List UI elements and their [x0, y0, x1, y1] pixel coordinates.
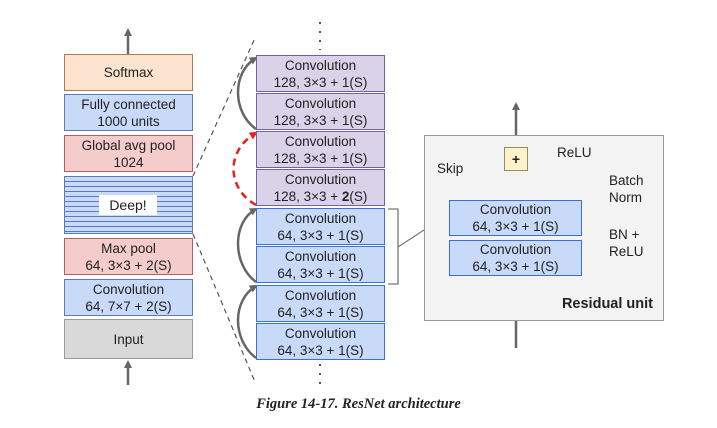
add-icon: +	[511, 150, 521, 167]
conv128-layer-1: Convolution 128, 3×3 + 1(S)	[256, 55, 385, 92]
layer-params: 128, 3×3 + 2(S)	[274, 188, 368, 205]
layer-params: 64, 3×3 + 1(S)	[277, 265, 364, 281]
maxpool-params: 64, 3×3 + 2(S)	[85, 257, 172, 273]
input-label: Input	[113, 331, 144, 347]
softmax-layer: Softmax	[64, 54, 193, 91]
zoom-line-top	[192, 37, 256, 177]
layer-title: Convolution	[284, 287, 357, 303]
skip-arc-dashed	[232, 131, 258, 207]
stride-prefix: 128, 3×3 +	[273, 188, 342, 204]
layer-params: 64, 3×3 + 1(S)	[277, 227, 364, 243]
skip-arc-1	[236, 284, 258, 359]
gap-size: 1024	[113, 154, 144, 170]
softmax-label: Softmax	[103, 65, 154, 80]
zoom-line-bottom	[192, 233, 256, 383]
relu-label: ReLU	[557, 145, 592, 160]
skip-label: Skip	[437, 161, 464, 176]
first-convolution-layer: Convolution 64, 7×7 + 2(S)	[64, 279, 193, 316]
residual-conv-bottom: Convolution 64, 3×3 + 1(S)	[449, 240, 582, 276]
stride-value: 2	[341, 188, 350, 204]
residual-bracket	[388, 208, 399, 285]
gap-title: Global avg pool	[81, 137, 176, 153]
layer-title: Convolution	[284, 171, 357, 187]
layer-params: 64, 3×3 + 1(S)	[277, 342, 364, 358]
residual-conv-top-title: Convolution	[479, 202, 552, 217]
batch-norm-label: Batch Norm	[609, 172, 644, 206]
layer-params: 128, 3×3 + 1(S)	[273, 150, 368, 166]
input-layer: Input	[64, 319, 193, 359]
bn-relu-line-1: BN +	[609, 227, 640, 242]
residual-unit-title: Residual unit	[561, 296, 653, 312]
deep-label: Deep!	[99, 195, 157, 215]
residual-conv-bottom-params: 64, 3×3 + 1(S)	[472, 259, 559, 274]
layer-title: Convolution	[284, 133, 357, 149]
fully-connected-layer: Fully connected 1000 units	[64, 94, 193, 131]
conv128-layer-2: Convolution 128, 3×3 + 1(S)	[256, 93, 385, 130]
layer-title: Convolution	[284, 210, 357, 226]
skip-arc-2	[236, 207, 258, 283]
deep-layers-stack: Deep!	[64, 176, 193, 234]
layer-params: 128, 3×3 + 1(S)	[273, 74, 368, 90]
conv64-layer-2: Convolution 64, 3×3 + 1(S)	[256, 246, 385, 283]
stride-suffix: (S)	[349, 188, 368, 204]
layer-title: Convolution	[284, 248, 357, 264]
fc-title: Fully connected	[81, 96, 176, 112]
conv64-layer-3: Convolution 64, 3×3 + 1(S)	[256, 285, 385, 322]
batch-norm-line-1: Batch	[609, 173, 644, 188]
fc-units: 1000 units	[97, 113, 160, 129]
figure-caption: Figure 14-17. ResNet architecture	[256, 396, 461, 412]
conv128-layer-3: Convolution 128, 3×3 + 1(S)	[256, 131, 385, 168]
maxpool-title: Max pool	[101, 240, 156, 256]
layer-params: 64, 3×3 + 1(S)	[277, 304, 364, 320]
bn-relu-line-2: ReLU	[609, 244, 644, 259]
bn-relu-label: BN + ReLU	[609, 226, 644, 260]
global-avg-pool-layer: Global avg pool 1024	[64, 135, 193, 172]
conv-params: 64, 7×7 + 2(S)	[85, 298, 172, 314]
conv64-layer-4: Convolution 64, 3×3 + 1(S)	[256, 323, 385, 360]
residual-conv-top-params: 64, 3×3 + 1(S)	[472, 219, 559, 234]
layer-title: Convolution	[284, 95, 357, 111]
batch-norm-line-2: Norm	[609, 190, 642, 205]
residual-conv-bottom-title: Convolution	[479, 242, 552, 257]
add-node: +	[504, 147, 528, 171]
conv-title: Convolution	[92, 281, 165, 297]
residual-bracket-link	[397, 229, 425, 248]
layer-params: 128, 3×3 + 1(S)	[273, 112, 368, 128]
conv64-layer-1: Convolution 64, 3×3 + 1(S)	[256, 208, 385, 245]
skip-arc-4	[236, 56, 258, 131]
layer-title: Convolution	[284, 325, 357, 341]
conv128-stride2-layer: Convolution 128, 3×3 + 2(S)	[256, 169, 385, 206]
layer-title: Convolution	[284, 57, 357, 73]
residual-conv-top: Convolution 64, 3×3 + 1(S)	[449, 200, 582, 236]
max-pool-layer: Max pool 64, 3×3 + 2(S)	[64, 238, 193, 275]
